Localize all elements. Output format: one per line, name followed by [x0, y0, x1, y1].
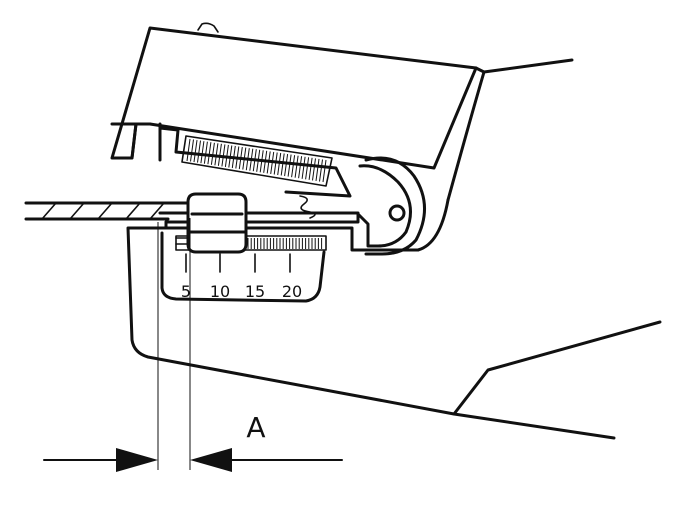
spring-coil [294, 155, 299, 178]
dimension-arrow-right [190, 448, 232, 472]
spring-coil [235, 146, 240, 169]
spring-coil [249, 148, 254, 171]
dimension-label: A [246, 411, 265, 444]
spring-coil [277, 152, 282, 176]
hinge [356, 156, 450, 256]
spring-coil [186, 138, 191, 162]
spring-coil [312, 158, 316, 181]
hinge-pin [388, 204, 406, 222]
spring-coil [259, 150, 264, 173]
spring-coil [273, 152, 278, 175]
spring-coil [193, 140, 198, 163]
spring-coil [298, 156, 303, 179]
spring-coil [221, 144, 226, 167]
spring-coil [319, 159, 323, 182]
spring-coil [301, 156, 306, 179]
depth-scale: 5 10 15 20 [160, 231, 327, 303]
spring-coil [252, 149, 257, 172]
paper-stack [24, 201, 192, 221]
scale-ticks [247, 238, 323, 249]
spring-coil [228, 145, 233, 168]
spring-coil [238, 147, 243, 170]
spring-coil [242, 147, 247, 170]
spring-coil [214, 143, 219, 166]
spring-coil [284, 154, 289, 177]
dimension-a: A [43, 218, 343, 472]
gauge-slider [175, 192, 248, 254]
spring-coil [231, 145, 236, 169]
spring-coil [207, 142, 212, 165]
staple-magazine [158, 122, 352, 219]
scale-label-20: 20 [282, 282, 302, 301]
scale-label-5: 5 [181, 282, 191, 301]
scale-label-15: 15 [245, 282, 265, 301]
spring-coil [322, 159, 327, 183]
spring-coil [315, 158, 320, 181]
compression-spring [299, 195, 316, 219]
spring-coil [305, 157, 310, 180]
spring-coil [203, 141, 208, 164]
spring-coil [263, 150, 268, 173]
spring-coil [217, 143, 222, 166]
scale-ruler [175, 235, 327, 251]
spring-coil [197, 140, 201, 163]
spring-coil [245, 148, 250, 171]
spring-coil [308, 157, 313, 180]
spring-coil [224, 144, 229, 167]
spring-coil [291, 155, 296, 178]
stapler-top-arm [110, 22, 574, 202]
spring-coil [266, 151, 271, 174]
spring-coil [280, 153, 285, 176]
spring-coils [186, 138, 327, 183]
spring-coil [210, 142, 215, 165]
dimension-arrow-left [116, 448, 158, 472]
spring-coil [190, 139, 194, 162]
spring-coil [256, 149, 261, 172]
spring-coil [287, 154, 292, 177]
spring-coil [270, 151, 275, 174]
spring-coil [200, 141, 205, 164]
scale-label-10: 10 [210, 282, 230, 301]
